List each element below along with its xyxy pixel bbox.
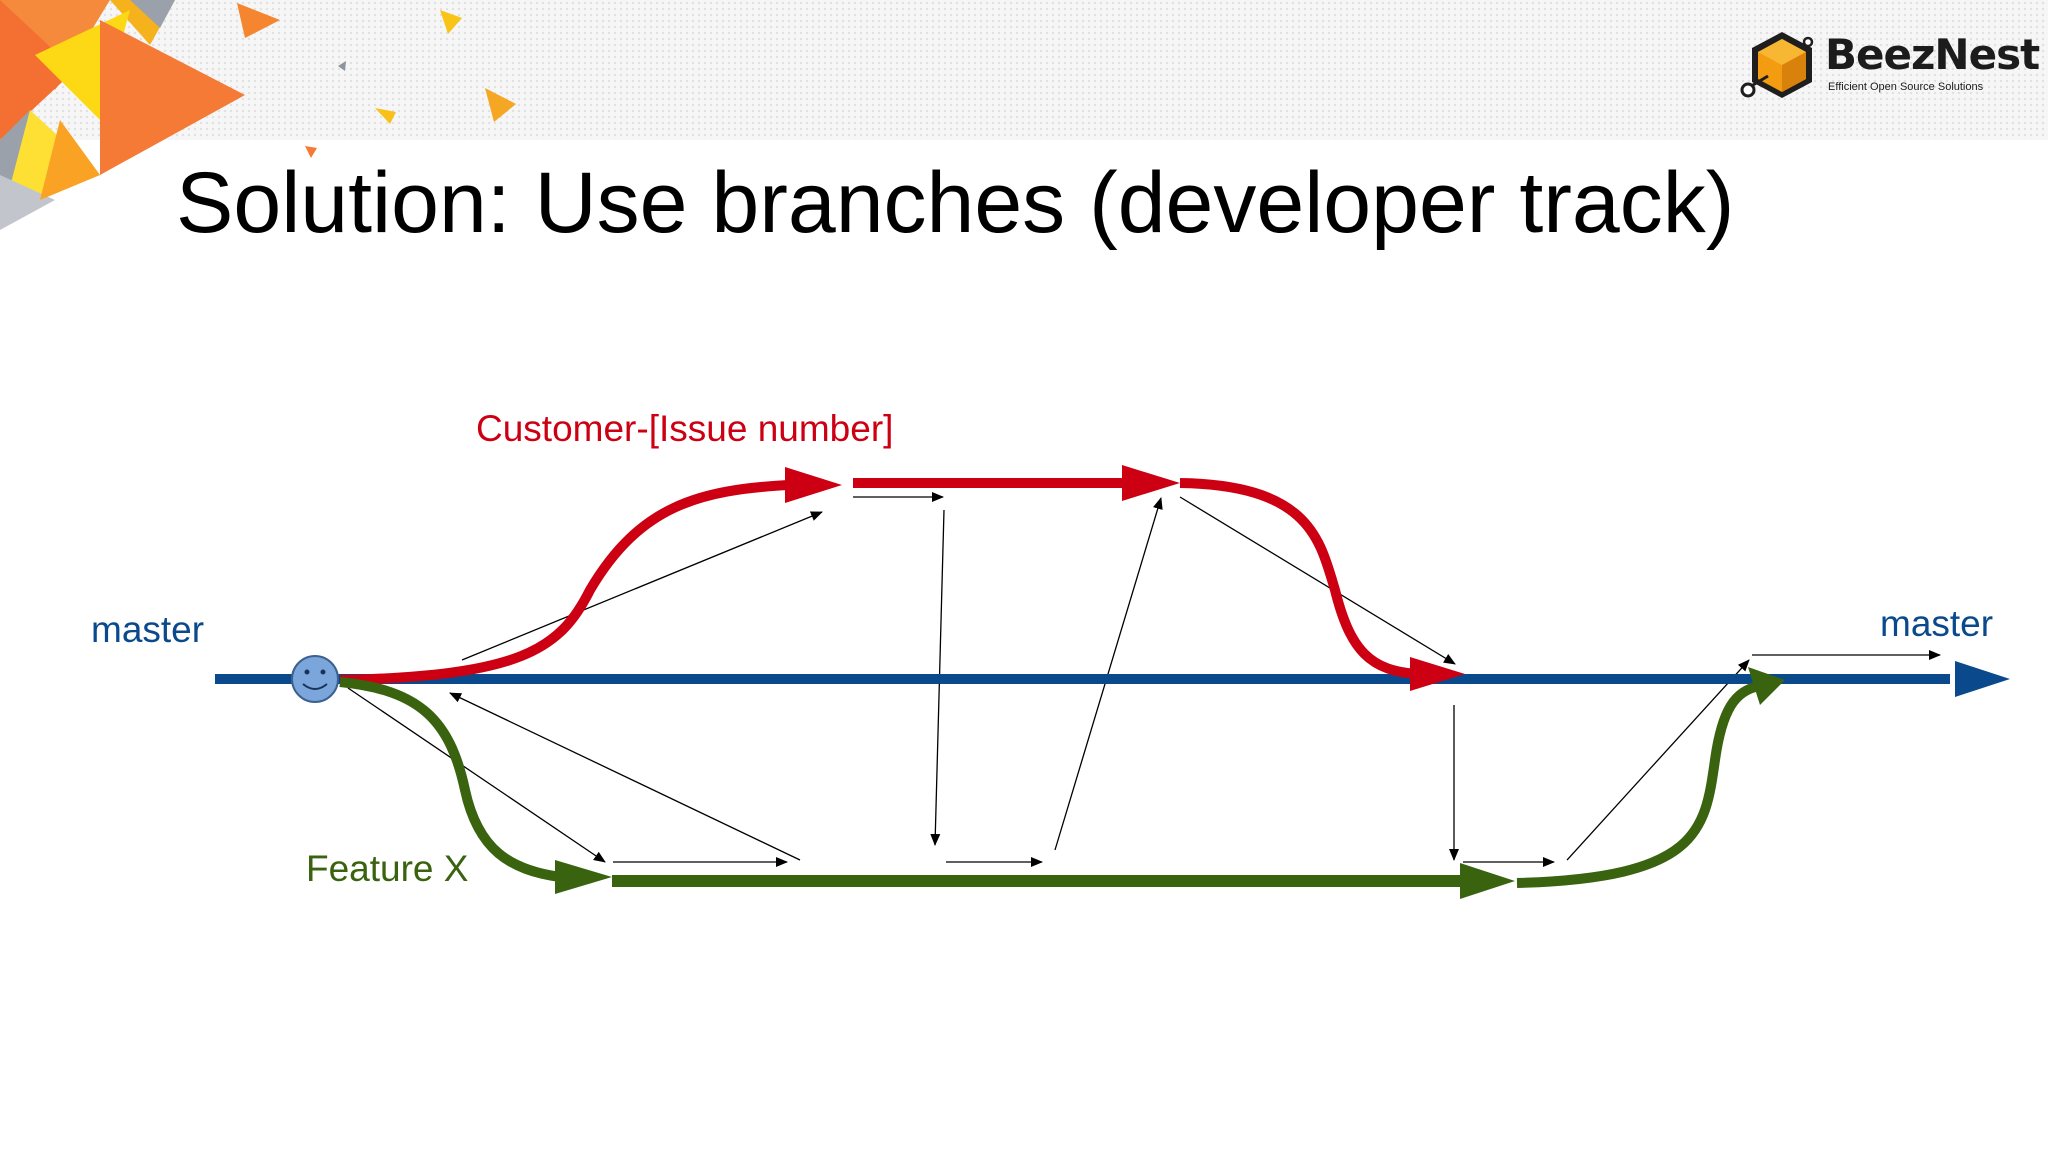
feature-branch-label: Feature X	[306, 848, 468, 889]
customer-branch-label: Customer-[Issue number]	[476, 408, 893, 449]
master-label-right: master	[1880, 603, 1993, 644]
arrow-feature-to-master-merge	[1566, 659, 1750, 861]
logo-brand-text: BeezNest	[1825, 30, 2040, 79]
master-branch	[215, 661, 2010, 697]
arrow-master-to-feature	[347, 687, 606, 863]
slide-title: Solution: Use branches (developer track)	[176, 155, 1735, 251]
smiley-face-icon	[291, 655, 339, 703]
hexagon-logo-icon	[1740, 32, 1814, 98]
beeznest-logo: BeezNest Efficient Open Source Solutions	[1740, 28, 2040, 108]
arrow-feature-to-master	[449, 692, 801, 861]
arrow-customer-to-master	[1179, 496, 1456, 665]
header-background	[0, 0, 2048, 140]
arrow-master-to-customer	[461, 511, 823, 661]
feature-branch	[339, 667, 1785, 899]
decorative-triangles	[0, 0, 516, 230]
customer-branch	[339, 465, 1465, 691]
operation-arrows	[347, 492, 1941, 867]
logo-tagline: Efficient Open Source Solutions	[1828, 81, 1984, 93]
master-label-left: master	[91, 609, 204, 650]
